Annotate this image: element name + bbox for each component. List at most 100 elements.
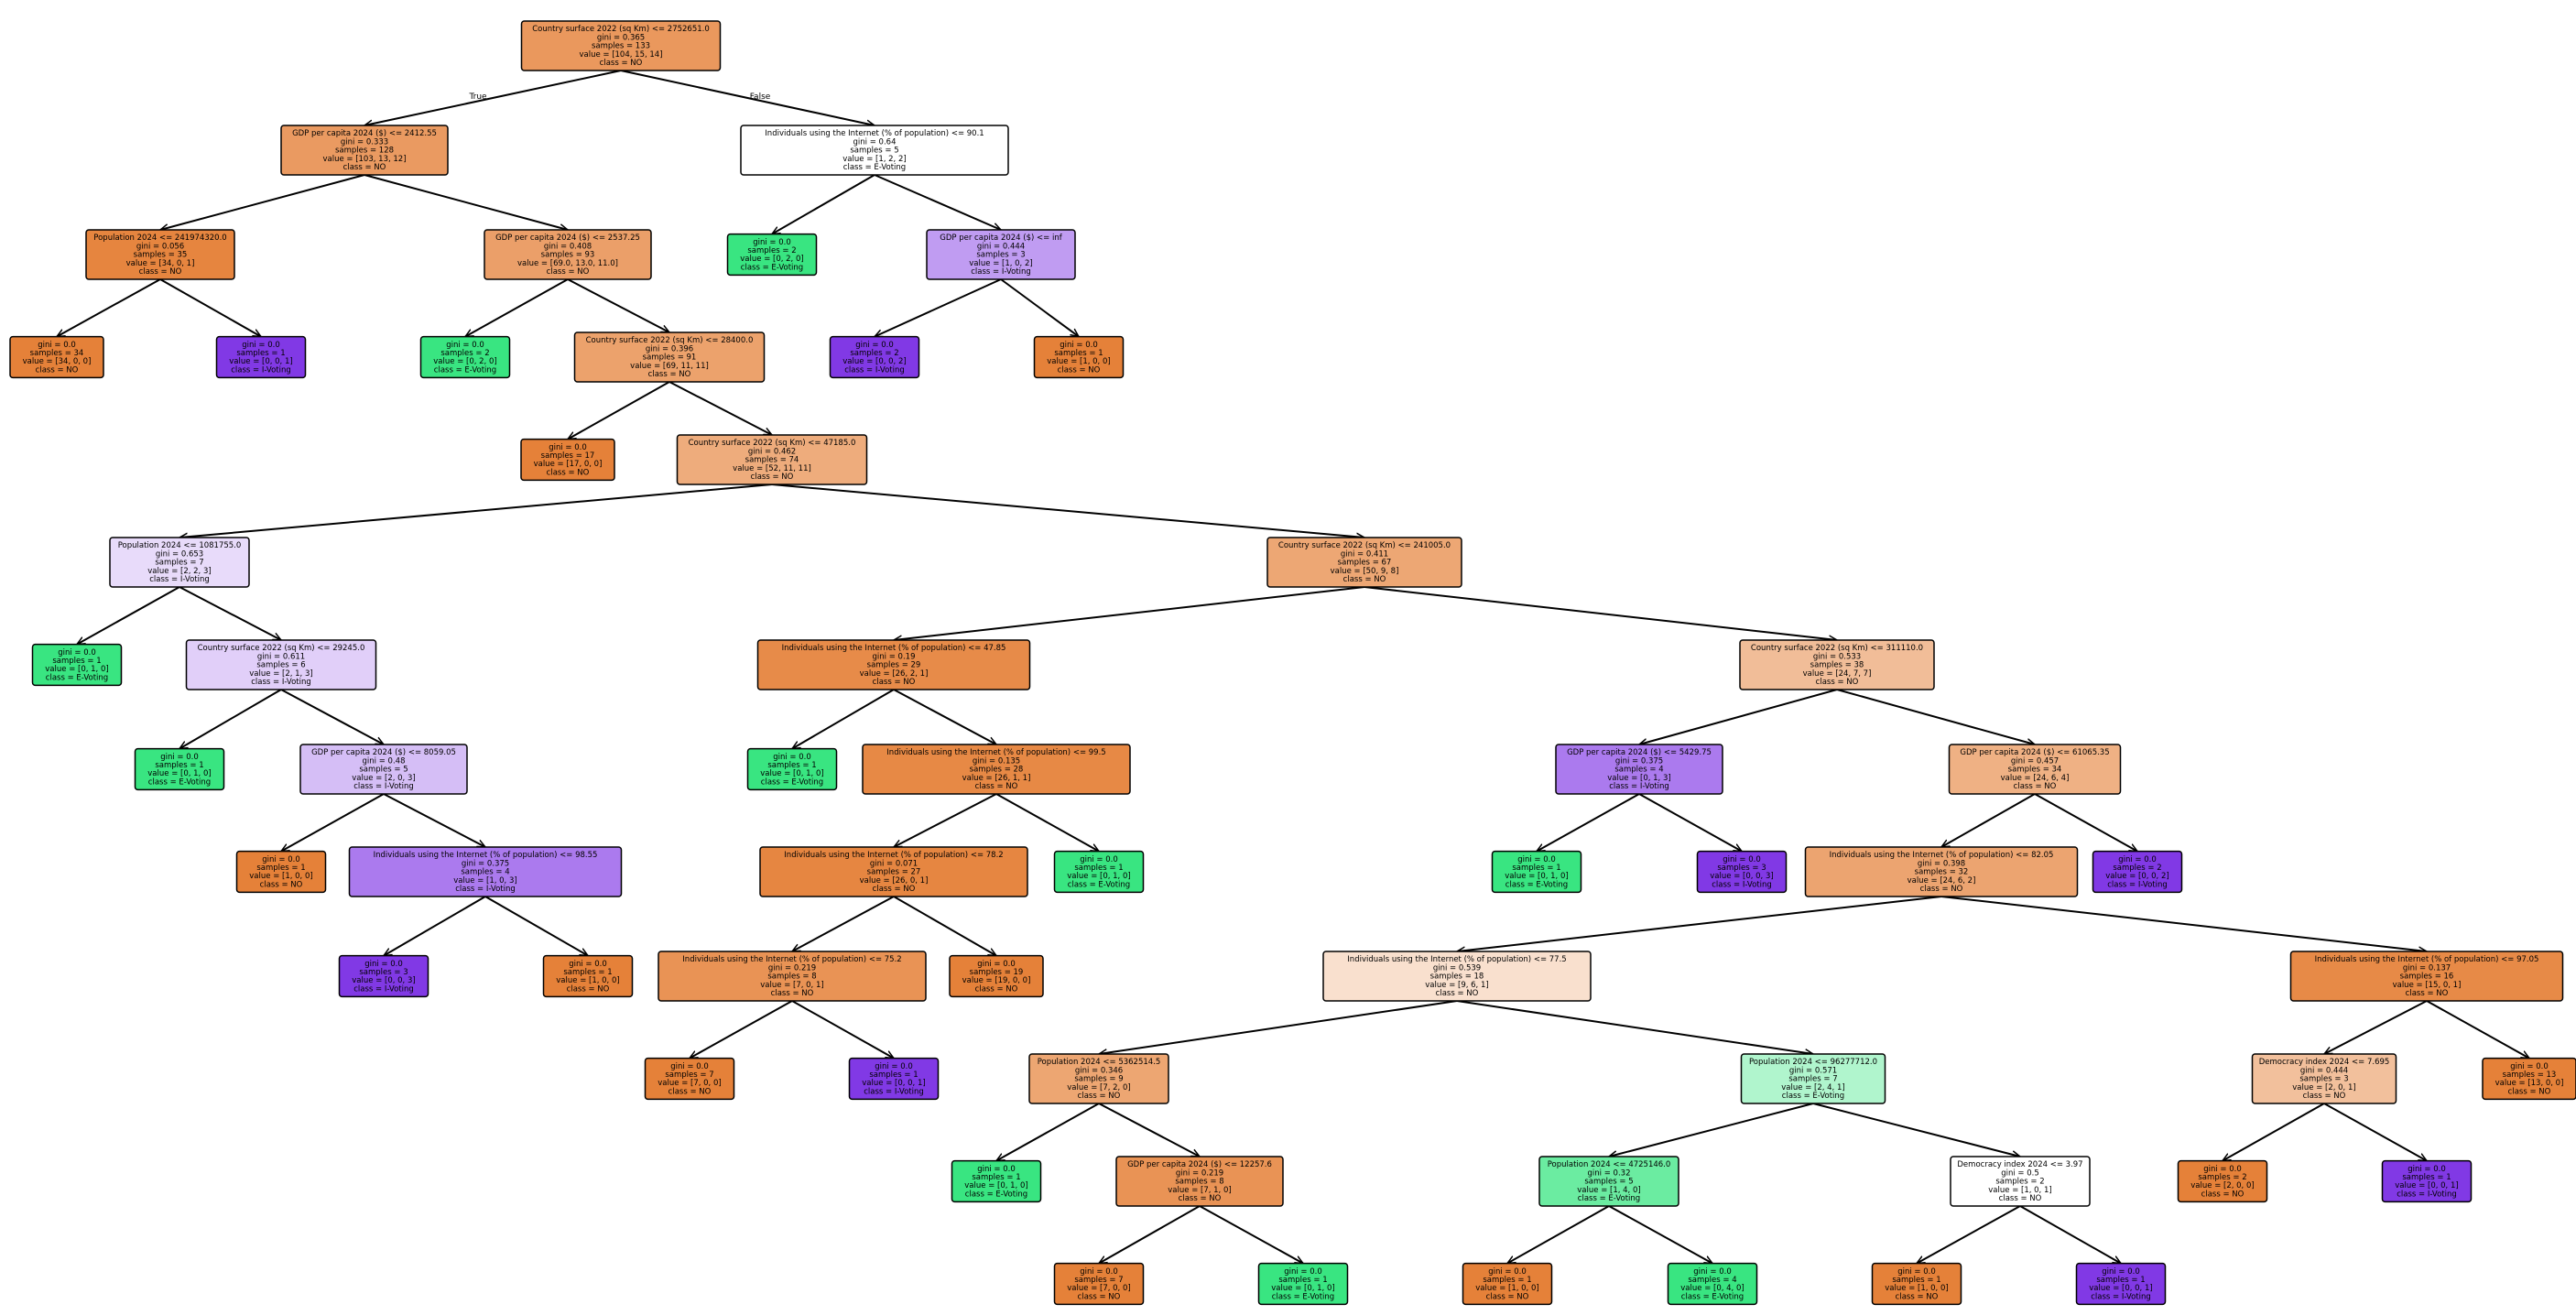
node-line: value = [103, 13, 12] — [322, 155, 406, 164]
node-line: Country surface 2022 (sq Km) <= 47185.0 — [689, 439, 856, 448]
tree-edge — [383, 793, 485, 848]
node-line: gini = 0.539 — [1433, 963, 1481, 973]
node-line: GDP per capita 2024 ($) <= 5429.75 — [1567, 748, 1712, 757]
node-line: value = [0, 0, 1] — [229, 357, 292, 366]
node-line: samples = 28 — [970, 766, 1024, 775]
tree-edge — [1098, 1103, 1200, 1157]
node-line: samples = 3 — [976, 251, 1025, 260]
node-line: samples = 13 — [2503, 1070, 2557, 1080]
node-box-no — [1804, 846, 2079, 897]
node-line: Population 2024 <= 5362514.5 — [1038, 1058, 1161, 1067]
node-line: gini = 0.0 — [569, 960, 607, 969]
tree-edge — [668, 381, 772, 436]
node-line: class = NO — [600, 59, 643, 68]
node-line: gini = 0.333 — [341, 137, 388, 147]
node-box-e-voting — [1740, 1053, 1886, 1104]
tree-edge — [772, 174, 875, 234]
node-box-no — [949, 954, 1044, 998]
node-line: value = [69, 11, 11] — [630, 362, 709, 371]
tree-edge — [893, 896, 996, 956]
node-line: samples = 16 — [2400, 973, 2454, 982]
node-line: value = [52, 11, 11] — [733, 464, 811, 473]
node-line: class = I-Voting — [971, 267, 1031, 277]
node-line: class = E-Voting — [1068, 880, 1130, 889]
node-line: gini = 0.462 — [748, 447, 796, 456]
tree-edge — [1941, 793, 2036, 847]
node-line: class = E-Voting — [965, 1190, 1027, 1199]
node-line: gini = 0.0 — [1517, 855, 1556, 864]
tree-edge — [995, 793, 1099, 852]
node-box-e-voting — [1538, 1156, 1679, 1207]
node-line: value = [0, 1, 0] — [1067, 872, 1130, 881]
node-line: value = [2, 2, 3] — [147, 567, 211, 576]
node-line: samples = 1 — [767, 761, 816, 770]
node-line: samples = 1 — [256, 864, 305, 873]
node-line: value = [0, 0, 1] — [862, 1079, 925, 1088]
tree-node-0: Country surface 2022 (sq Km) <= 2752651.… — [520, 20, 722, 71]
node-line: class = NO — [343, 163, 386, 172]
node-line: value = [1, 2, 2] — [842, 155, 906, 164]
node-line: samples = 1 — [52, 657, 101, 666]
node-line: gini = 0.457 — [2011, 756, 2059, 766]
tree-node-39: Individuals using the Internet (% of pop… — [1322, 951, 1592, 1002]
node-line: gini = 0.653 — [156, 549, 203, 559]
node-box-no — [1950, 1156, 2091, 1207]
node-line: value = [2, 4, 1] — [1781, 1083, 1844, 1092]
node-line: value = [0, 1, 0] — [147, 769, 211, 778]
node-line: samples = 27 — [867, 868, 921, 877]
tree-edge — [792, 896, 895, 952]
tree-edge — [567, 278, 669, 333]
node-line: value = [1, 0, 3] — [453, 876, 516, 886]
node-line: value = [7, 1, 0] — [1168, 1186, 1231, 1195]
node-line: value = [24, 6, 4] — [2001, 774, 2070, 783]
node-box-i-voting — [348, 846, 623, 897]
node-box-no — [85, 229, 235, 280]
node-line: gini = 0.135 — [973, 756, 1020, 766]
node-line: class = E-Voting — [761, 777, 823, 787]
node-line: class = NO — [873, 678, 916, 687]
tree-node-26: GDP per capita 2024 ($) <= 61065.35gini … — [1948, 744, 2122, 795]
node-line: value = [7, 0, 0] — [1067, 1284, 1130, 1293]
node-line: gini = 0.375 — [1615, 756, 1663, 766]
tree-edge — [1917, 1205, 2021, 1264]
node-line: class = NO — [260, 880, 303, 889]
node-box-no — [235, 850, 327, 894]
node-line: gini = 0.0 — [446, 341, 484, 350]
node-box-no — [862, 744, 1131, 795]
node-line: value = [1, 0, 0] — [249, 872, 312, 881]
node-line: value = [1, 0, 1] — [1988, 1186, 2051, 1195]
node-box-i-voting — [1696, 850, 1788, 894]
node-box-no — [2177, 1159, 2268, 1203]
node-line: value = [1, 0, 2] — [969, 259, 1032, 268]
node-line: value = [26, 0, 1] — [860, 876, 929, 886]
node-line: samples = 34 — [2008, 766, 2062, 775]
node-box-i-voting — [2381, 1159, 2473, 1203]
node-line: gini = 0.0 — [753, 238, 791, 247]
node-line: gini = 0.0 — [1080, 855, 1118, 864]
node-line: samples = 5 — [850, 147, 898, 156]
node-line: class = NO — [36, 365, 79, 375]
node-line: class = E-Voting — [46, 673, 108, 682]
node-line: samples = 3 — [2299, 1075, 2348, 1084]
node-line: value = [9, 6, 1] — [1425, 981, 1488, 990]
tree-edge — [2019, 1205, 2121, 1264]
node-line: samples = 1 — [1278, 1276, 1327, 1285]
node-line: class = NO — [1078, 1092, 1121, 1101]
node-line: gini = 0.0 — [2203, 1165, 2242, 1174]
node-line: gini = 0.0 — [38, 341, 76, 350]
node-line: value = [13, 0, 0] — [2495, 1079, 2564, 1088]
node-line: class = I-Voting — [864, 1087, 924, 1096]
node-line: class = E-Voting — [1272, 1292, 1334, 1301]
node-line: samples = 91 — [643, 353, 697, 363]
node-line: samples = 1 — [1512, 864, 1560, 873]
node-box-no — [280, 125, 449, 176]
tree-edge — [1609, 1103, 1814, 1157]
node-line: class = E-Voting — [148, 777, 211, 787]
tree-edge — [281, 793, 385, 852]
tree-edge — [568, 381, 670, 440]
